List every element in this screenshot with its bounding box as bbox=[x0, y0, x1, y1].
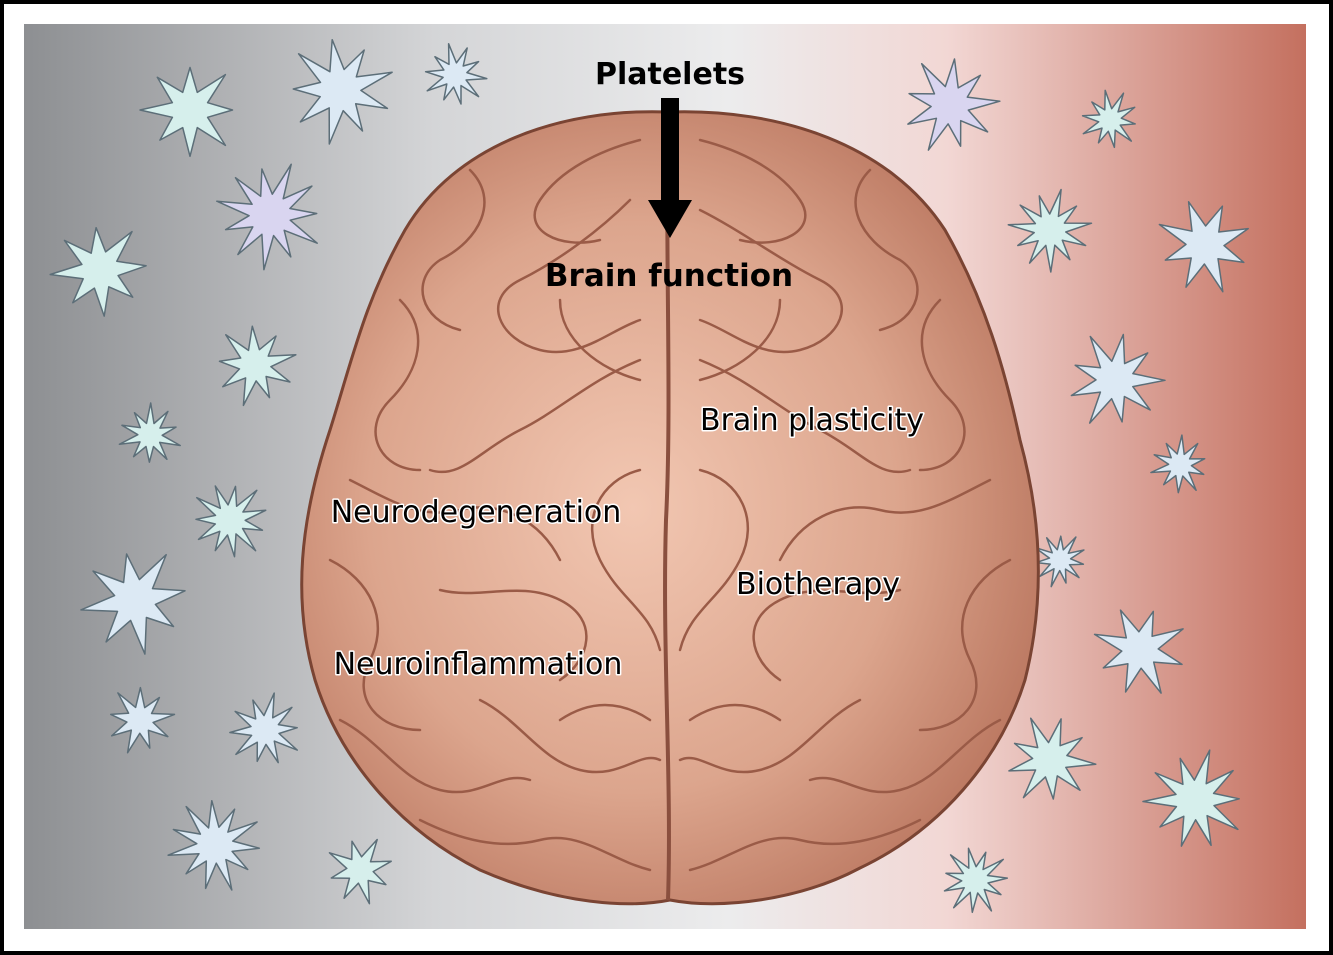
platelet-cell bbox=[167, 799, 261, 891]
brain-plasticity-label: Brain plasticity bbox=[700, 403, 924, 438]
platelet-cell bbox=[195, 485, 267, 558]
platelet-cell bbox=[49, 226, 147, 317]
platelets-group bbox=[49, 38, 1249, 914]
platelets-label: Platelets bbox=[595, 57, 745, 92]
brain-illustration bbox=[300, 110, 1040, 906]
brain-function-label: Brain function bbox=[545, 258, 793, 294]
left-hemisphere-gyri bbox=[328, 138, 662, 872]
platelet-cell bbox=[1007, 188, 1093, 273]
biotherapy-label: Biotherapy bbox=[736, 567, 900, 602]
brain-shape bbox=[300, 110, 1040, 906]
downward-arrow-icon bbox=[648, 98, 692, 238]
platelet-cell bbox=[80, 553, 186, 655]
platelet-cell bbox=[110, 686, 176, 754]
platelet-cell bbox=[424, 42, 488, 105]
platelet-cell bbox=[292, 38, 393, 145]
neuroinflammation-label: Neuroinflammation bbox=[334, 647, 623, 682]
platelet-cell bbox=[328, 838, 392, 905]
platelet-cell bbox=[1081, 89, 1136, 149]
platelet-cell bbox=[1034, 535, 1085, 588]
platelet-cell bbox=[218, 325, 297, 407]
right-hemisphere-gyri bbox=[678, 138, 1012, 872]
platelet-cell bbox=[1093, 609, 1184, 694]
platelet-cell bbox=[1142, 749, 1240, 847]
longitudinal-fissure bbox=[663, 119, 671, 901]
platelet-cell bbox=[907, 58, 1001, 151]
neurodegeneration-label: Neurodegeneration bbox=[331, 495, 622, 530]
platelet-cell bbox=[139, 66, 234, 158]
platelet-cell bbox=[216, 163, 318, 271]
platelet-cell bbox=[118, 402, 181, 463]
platelet-cell bbox=[943, 847, 1009, 914]
platelet-cell bbox=[229, 692, 298, 764]
platelet-cell bbox=[1150, 434, 1206, 494]
platelet-cell bbox=[1070, 333, 1166, 424]
platelet-cell bbox=[1158, 201, 1249, 293]
platelet-cell bbox=[1008, 717, 1097, 800]
